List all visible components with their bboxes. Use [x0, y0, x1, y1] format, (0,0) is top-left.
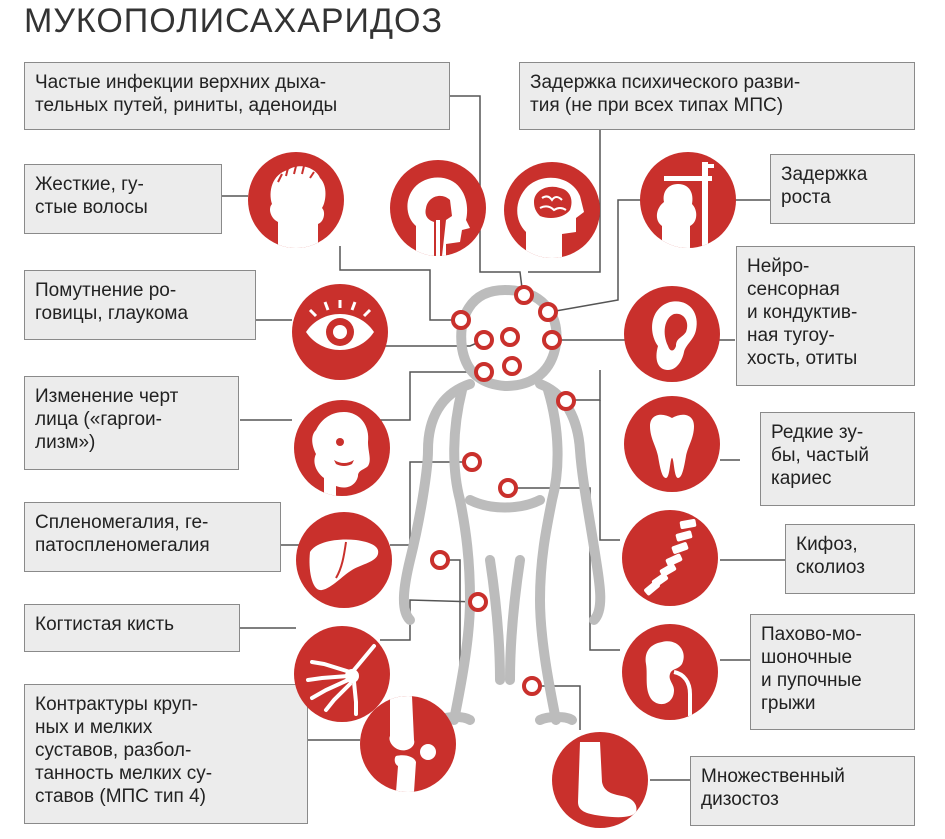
- knee-icon: [360, 696, 456, 792]
- label-face: Изменение черт лица («гаргои- лизм»): [24, 376, 239, 470]
- marker-liver: [462, 452, 482, 472]
- tooth-icon: [624, 396, 720, 492]
- brain-icon: [504, 162, 600, 258]
- label-hand: Когтистая кисть: [24, 604, 240, 652]
- marker-spine: [556, 391, 576, 411]
- marker-groin: [498, 478, 518, 498]
- label-growth: Задержка роста: [770, 154, 915, 224]
- head-hair-icon: [248, 152, 344, 248]
- label-hernia: Пахово-мо- шоночные и пупочные грыжи: [750, 614, 915, 730]
- marker-foot: [522, 676, 542, 696]
- marker-nose: [500, 327, 520, 347]
- label-hair: Жесткие, гу- стые волосы: [24, 164, 222, 234]
- face-icon: [294, 400, 390, 496]
- hand-bones-icon: [294, 626, 390, 722]
- label-spine: Кифоз, сколиоз: [785, 524, 915, 594]
- marker-knee-left: [468, 592, 488, 612]
- marker-eye-left: [451, 310, 471, 330]
- marker-head-right: [538, 302, 558, 322]
- label-mental: Задержка психического разви- тия (не при…: [519, 62, 915, 130]
- eye-icon: [292, 284, 388, 380]
- foot-icon: [552, 732, 648, 828]
- label-infections: Частые инфекции верхних дыха- тельных пу…: [24, 62, 450, 130]
- kidney-icon: [622, 624, 718, 720]
- marker-chin: [474, 362, 494, 382]
- ear-icon: [624, 286, 720, 382]
- spine-icon: [622, 510, 718, 606]
- label-cornea: Помутнение ро- говицы, глаукома: [24, 270, 256, 340]
- height-icon: [640, 152, 736, 248]
- airway-icon: [390, 160, 486, 256]
- label-dysostosis: Множественный дизостоз: [690, 756, 915, 826]
- label-joints: Контрактуры круп- ных и мелких суставов,…: [24, 684, 308, 824]
- marker-ear: [542, 330, 562, 350]
- label-hearing: Нейро- сенсорная и кондуктив- ная тугоу-…: [736, 246, 915, 386]
- label-spleen: Спленомегалия, ге- патоспленомегалия: [24, 502, 281, 572]
- marker-hand: [430, 550, 450, 570]
- marker-scalp: [514, 285, 534, 305]
- liver-icon: [296, 512, 392, 608]
- marker-cheek: [474, 330, 494, 350]
- page-title: МУКОПОЛИСАХАРИДОЗ: [24, 2, 444, 40]
- marker-mouth: [502, 356, 522, 376]
- label-teeth: Редкие зу- бы, частый кариес: [760, 412, 915, 506]
